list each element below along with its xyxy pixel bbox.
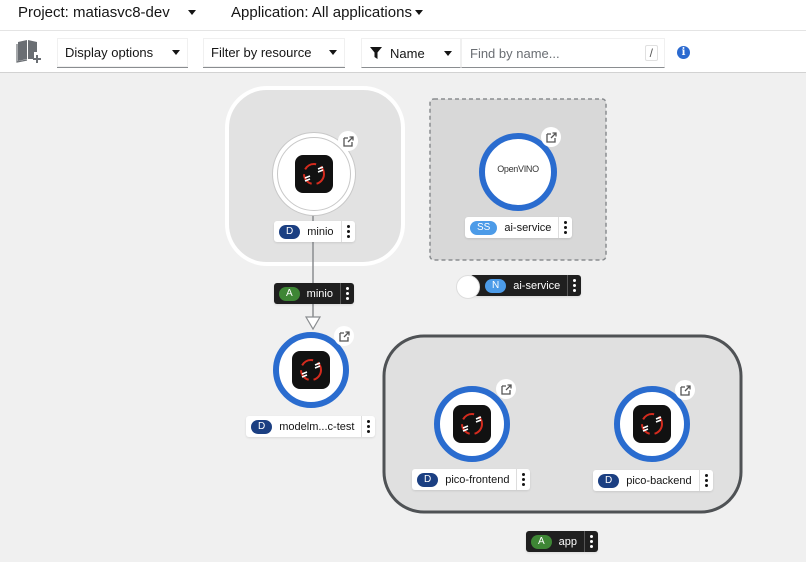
node-name: pico-backend bbox=[626, 474, 692, 487]
deployment-badge: D bbox=[598, 473, 620, 488]
filter-type-label: Name bbox=[390, 45, 425, 61]
node-pico-backend[interactable] bbox=[614, 386, 690, 462]
project-selector[interactable]: Project: matiasvc8-dev bbox=[18, 4, 196, 21]
node-minio[interactable] bbox=[277, 137, 351, 211]
group-name: app bbox=[558, 535, 578, 548]
kebab-menu-icon[interactable] bbox=[567, 275, 581, 296]
external-link-icon[interactable] bbox=[496, 379, 516, 399]
app-group-shape bbox=[382, 334, 743, 514]
openshift-icon bbox=[453, 405, 491, 443]
application-badge: A bbox=[279, 286, 300, 301]
quick-search-book-icon[interactable] bbox=[16, 38, 44, 64]
kebab-menu-icon[interactable] bbox=[516, 469, 530, 490]
filter-by-resource-label: Filter by resource bbox=[211, 45, 312, 60]
group-label-minio-app[interactable]: A minio bbox=[274, 283, 354, 304]
kebab-menu-icon[interactable] bbox=[361, 416, 375, 437]
caret-down-icon bbox=[172, 50, 180, 55]
application-selector[interactable]: Application: All applications bbox=[231, 4, 423, 21]
openshift-icon bbox=[633, 405, 671, 443]
node-label-pico-frontend[interactable]: D pico-frontend bbox=[412, 469, 531, 490]
edge-arrowhead bbox=[304, 316, 322, 331]
project-label: Project: matiasvc8-dev bbox=[18, 4, 170, 21]
node-pico-frontend[interactable] bbox=[434, 386, 510, 462]
search-shortcut-hint: / bbox=[644, 45, 658, 61]
group-name: ai-service bbox=[513, 279, 561, 292]
node-ai-service[interactable]: OpenVINO bbox=[479, 133, 557, 211]
display-options-dropdown[interactable]: Display options bbox=[57, 38, 188, 68]
topology-canvas[interactable]: D minio A minio OpenVINO SS ai-service N… bbox=[0, 74, 806, 562]
deployment-badge: D bbox=[251, 419, 273, 434]
info-icon[interactable]: i bbox=[677, 46, 690, 59]
filter-icon bbox=[370, 47, 382, 59]
application-badge: A bbox=[531, 534, 552, 549]
search-placeholder: Find by name... bbox=[470, 45, 560, 61]
display-options-label: Display options bbox=[65, 45, 154, 60]
node-name: pico-frontend bbox=[445, 473, 510, 486]
openshift-icon bbox=[295, 155, 333, 193]
openshift-icon bbox=[292, 351, 330, 389]
statefulset-badge: SS bbox=[470, 220, 498, 235]
node-label-minio[interactable]: D minio bbox=[274, 221, 355, 242]
group-name: minio bbox=[306, 287, 333, 300]
node-name: minio bbox=[307, 225, 334, 238]
filter-by-resource-dropdown[interactable]: Filter by resource bbox=[203, 38, 345, 68]
kebab-menu-icon[interactable] bbox=[584, 531, 598, 552]
caret-down-icon bbox=[329, 50, 337, 55]
node-label-pico-backend[interactable]: D pico-backend bbox=[593, 470, 713, 491]
kebab-menu-icon[interactable] bbox=[698, 470, 713, 491]
node-name: modelm...c-test bbox=[279, 420, 355, 433]
application-label: Application: All applications bbox=[231, 4, 412, 21]
external-link-icon[interactable] bbox=[675, 380, 695, 400]
openvino-logo: OpenVINO bbox=[497, 164, 539, 174]
kebab-menu-icon[interactable] bbox=[339, 283, 354, 304]
topology-toolbar: Display options Filter by resource Name … bbox=[0, 30, 806, 73]
node-name: ai-service bbox=[504, 221, 552, 234]
deployment-badge: D bbox=[279, 224, 301, 239]
caret-down-icon bbox=[414, 10, 423, 15]
deployment-badge: D bbox=[417, 472, 439, 487]
group-label-app[interactable]: A app bbox=[526, 531, 599, 552]
group-label-ai-service[interactable]: N ai-service bbox=[470, 275, 582, 296]
kebab-menu-icon[interactable] bbox=[558, 217, 572, 238]
namespace-badge: N bbox=[485, 278, 507, 293]
external-link-icon[interactable] bbox=[334, 326, 354, 346]
external-link-icon[interactable] bbox=[338, 131, 358, 151]
kebab-menu-icon[interactable] bbox=[340, 221, 355, 242]
caret-down-icon bbox=[444, 50, 452, 56]
find-by-name-input[interactable]: Find by name... / bbox=[461, 38, 665, 68]
topbar: Project: matiasvc8-dev Application: All … bbox=[0, 0, 806, 30]
filter-type-dropdown[interactable]: Name bbox=[361, 38, 461, 68]
openvino-small-logo bbox=[456, 275, 480, 299]
external-link-icon[interactable] bbox=[541, 127, 561, 147]
caret-down-icon bbox=[187, 10, 196, 15]
node-label-ai-service[interactable]: SS ai-service bbox=[465, 217, 573, 238]
node-label-modelmesh[interactable]: D modelm...c-test bbox=[246, 416, 376, 437]
node-modelmesh[interactable] bbox=[273, 332, 349, 408]
